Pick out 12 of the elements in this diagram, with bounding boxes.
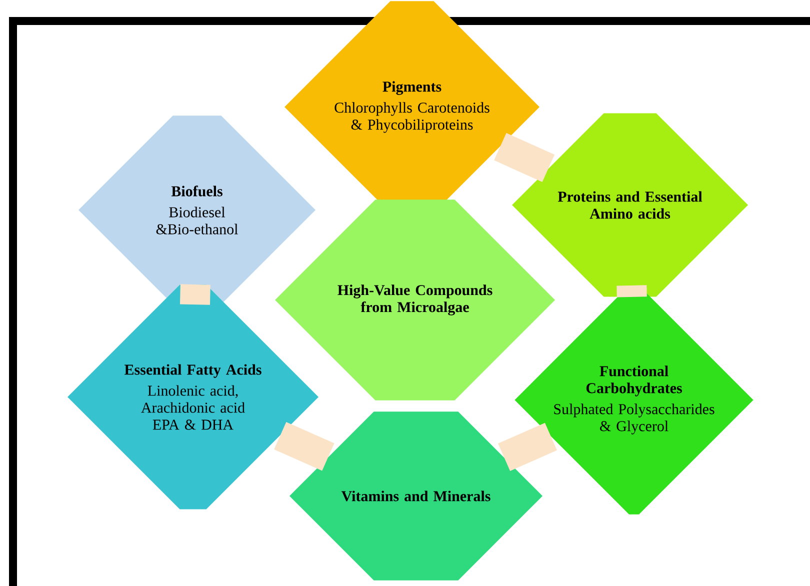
hexagon-box: Essential Fatty Acids Linolenic acid, Arachidonic acid EPA & DHA <box>68 284 318 510</box>
connector-band <box>274 422 334 471</box>
connector-band <box>494 132 555 182</box>
connector-band <box>498 422 558 471</box>
connector-band <box>616 285 647 298</box>
hexagon-box: Functional Carbohydrates Sulphated Polysaccharides & Glycerol <box>514 286 754 514</box>
connector-band <box>180 284 210 305</box>
hexagon-box: Proteins and Essential Amino acids <box>512 113 748 297</box>
hexagon-box: Biofuels Biodiesel &Bio-ethanol <box>78 116 316 304</box>
hexagon-box: High-Value Compounds from Microalgae <box>275 200 555 400</box>
hexagon-box: Vitamins and Minerals <box>290 412 542 580</box>
hexagon-box: Pigments Chlorophylls Carotenoids & Phycobiliproteins <box>284 1 540 213</box>
